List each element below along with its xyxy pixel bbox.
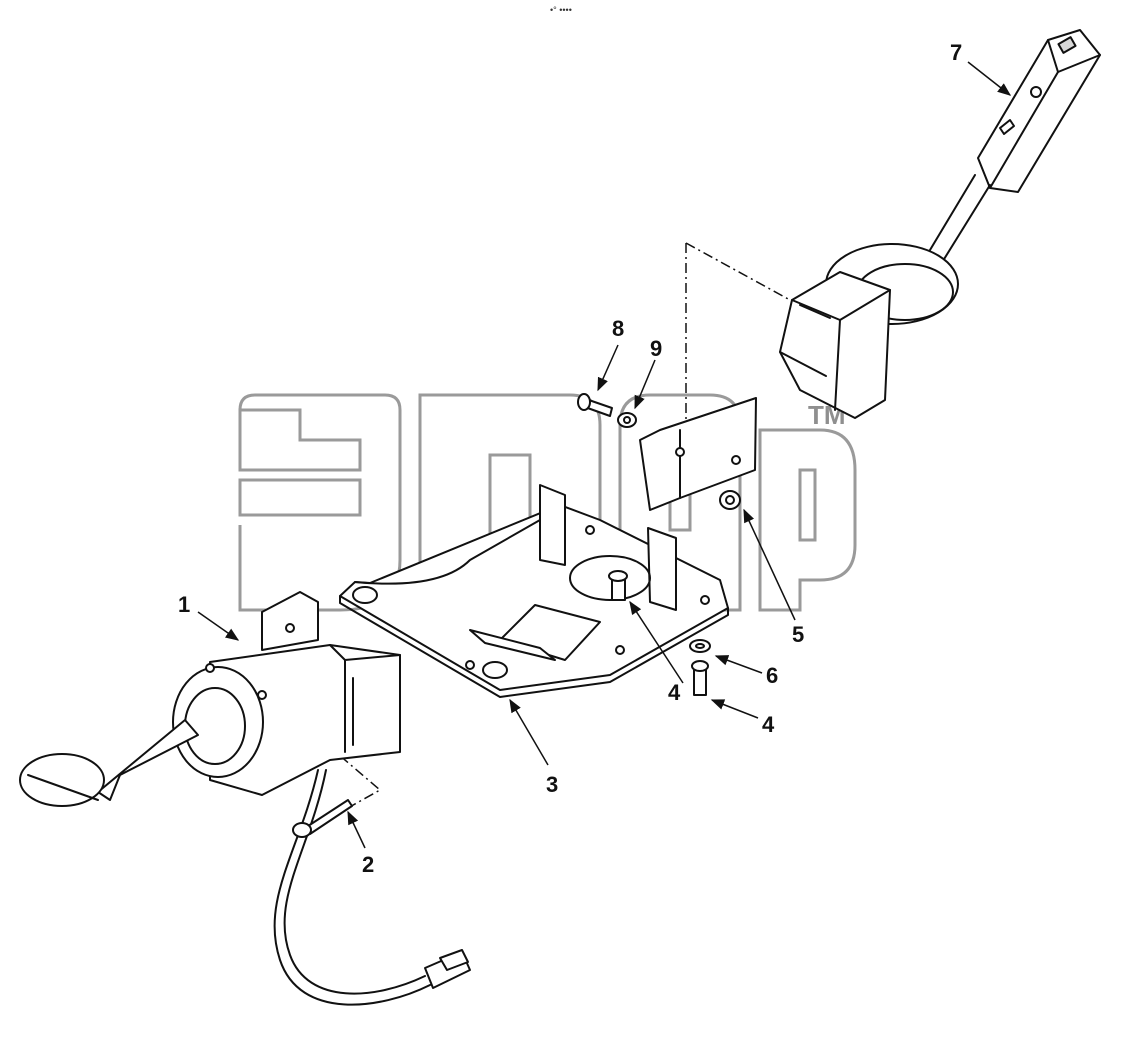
callout-labels: 1 2 3 4 4 5 6 7 8 9 (178, 40, 962, 877)
callout-6: 6 (766, 663, 778, 688)
callout-1: 1 (178, 592, 190, 617)
multifunction-lever (779, 29, 1101, 419)
header-tiny-text: •° •••• (550, 5, 572, 15)
callout-3: 3 (546, 772, 558, 797)
alignment-lines (309, 242, 791, 819)
long-screw (292, 799, 353, 838)
bolt-and-washer (577, 393, 637, 428)
leader-lines (197, 61, 1012, 849)
callout-9: 9 (650, 336, 662, 361)
switch-housing (19, 591, 401, 807)
callout-8: 8 (612, 316, 624, 341)
callout-5: 5 (792, 622, 804, 647)
mounting-bracket (339, 397, 757, 698)
callout-4-upper: 4 (668, 680, 681, 705)
callout-2: 2 (362, 852, 374, 877)
small-fasteners (608, 490, 741, 696)
cable-connector (273, 769, 471, 1006)
callout-7: 7 (950, 40, 962, 65)
callout-4-lower: 4 (762, 712, 775, 737)
